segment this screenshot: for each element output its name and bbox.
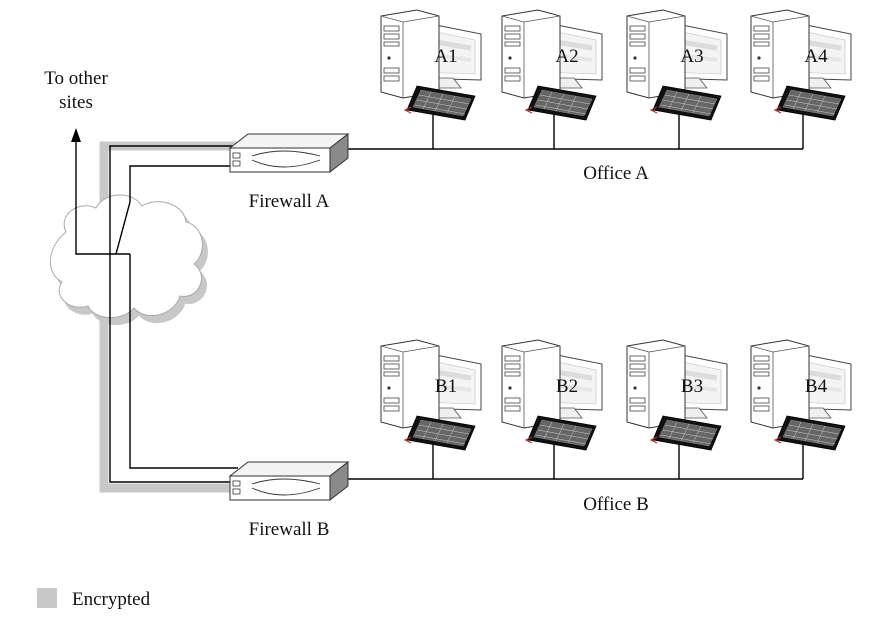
computer-a4: A4 [751, 10, 851, 120]
desktop-computer-icon [381, 10, 481, 120]
other-sites-label-line1: To other [44, 68, 108, 89]
cloud-icon [49, 194, 208, 325]
desktop-computer-icon [751, 10, 851, 120]
computer-a1: A1 [381, 10, 481, 120]
computer-label: A4 [804, 46, 828, 67]
desktop-computer-icon [502, 10, 602, 120]
computer-b4: B4 [751, 340, 851, 450]
firewall-a: Firewall A [229, 133, 349, 212]
office-b-computers: B1 B2 B3 B4 [381, 340, 851, 450]
firewall-a-label: Firewall A [249, 191, 330, 212]
firewall-device-icon [229, 133, 349, 173]
computer-label: B2 [556, 376, 578, 397]
office-a-label: Office A [583, 163, 649, 184]
up-arrow-icon [71, 128, 81, 142]
computer-label: A1 [434, 46, 457, 67]
desktop-computer-icon [751, 340, 851, 450]
firewall-b: Firewall B [229, 461, 349, 540]
computer-label: B1 [435, 376, 457, 397]
firewall-device-icon [229, 461, 349, 501]
desktop-computer-icon [627, 10, 727, 120]
computer-label: B4 [805, 376, 828, 397]
desktop-computer-icon [627, 340, 727, 450]
computer-label: A3 [680, 46, 703, 67]
computer-b1: B1 [381, 340, 481, 450]
office-a-computers: A1 A2 A3 A4 [381, 10, 851, 120]
computer-label: A2 [555, 46, 578, 67]
legend-label-encrypted: Encrypted [72, 589, 151, 610]
computer-label: B3 [681, 376, 703, 397]
computer-b2: B2 [502, 340, 602, 450]
computer-a2: A2 [502, 10, 602, 120]
desktop-computer-icon [502, 340, 602, 450]
office-b-label: Office B [583, 494, 649, 515]
other-sites-label-line2: sites [59, 92, 93, 113]
legend-swatch-encrypted [37, 588, 57, 608]
computer-b3: B3 [627, 340, 727, 450]
desktop-computer-icon [381, 340, 481, 450]
computer-a3: A3 [627, 10, 727, 120]
legend: Encrypted [37, 588, 151, 610]
firewall-b-label: Firewall B [249, 519, 330, 540]
